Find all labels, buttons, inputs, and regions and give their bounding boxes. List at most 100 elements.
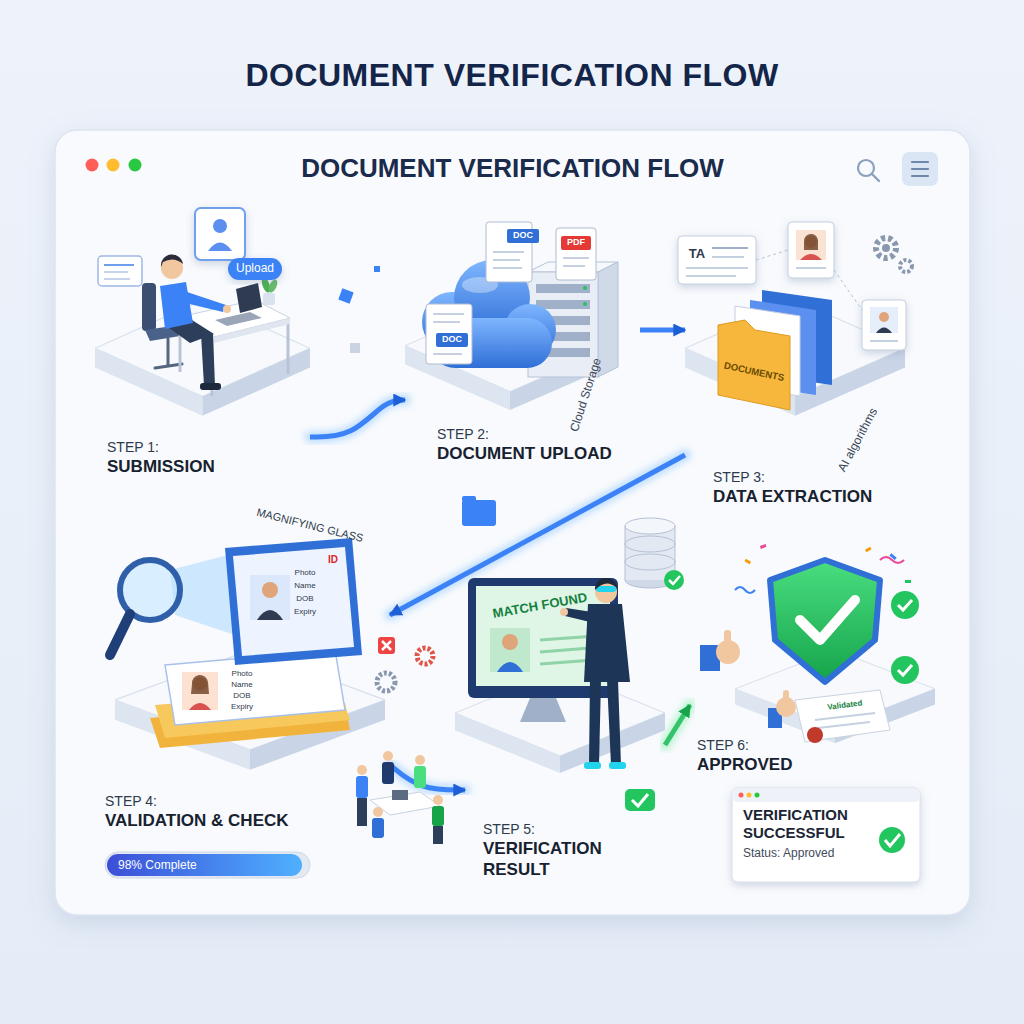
validation-illustration xyxy=(165,650,345,725)
data-extraction-illustration xyxy=(678,236,756,284)
progress-bar: 98% Complete xyxy=(105,852,310,880)
approved-illustration xyxy=(891,656,919,684)
verification-result-illustration xyxy=(462,500,496,526)
submission-illustration xyxy=(104,264,134,266)
verification-result-illustration xyxy=(609,762,626,769)
data-extraction-illustration xyxy=(882,244,890,252)
validation-illustration xyxy=(250,575,290,620)
status-panel xyxy=(732,788,920,802)
connector-glow xyxy=(640,324,685,336)
submission-illustration xyxy=(374,266,380,272)
submission-illustration xyxy=(161,257,183,279)
cloud-storage-illustration xyxy=(422,292,482,352)
submission-illustration xyxy=(210,318,290,344)
verification-result-illustration xyxy=(455,670,665,773)
card-title: DOCUMENT VERIFICATION FLOW xyxy=(55,151,970,185)
cloud-storage-illustration xyxy=(436,333,468,347)
verification-result-illustration xyxy=(595,581,617,603)
connector-line xyxy=(665,705,690,745)
submission-illustration xyxy=(338,288,353,303)
data-extraction-illustration xyxy=(685,300,905,416)
data-extraction-illustration xyxy=(879,312,889,322)
cloud-storage-illustration xyxy=(493,267,522,269)
validation-illustration xyxy=(257,610,283,620)
approved-illustration xyxy=(735,650,935,743)
status-panel xyxy=(885,834,900,846)
submission-illustration xyxy=(223,305,231,313)
window-controls xyxy=(129,159,142,172)
part-label: AI algorithms xyxy=(836,406,881,474)
window-controls xyxy=(86,159,142,172)
flow-connector xyxy=(390,455,685,615)
validation-illustration xyxy=(382,641,391,650)
menu-icon xyxy=(912,175,928,177)
team-illustration xyxy=(372,818,384,838)
text-block: STEP 1:SUBMISSION xyxy=(107,438,297,477)
part-label: MAGNIFYING GLASS xyxy=(255,506,364,544)
text-block: STEP 2:DOCUMENT UPLOAD xyxy=(437,425,632,464)
verification-result-illustration xyxy=(595,578,617,590)
certificate-label: Validated xyxy=(827,699,863,712)
data-extraction-illustration xyxy=(870,340,898,342)
submission-illustration xyxy=(155,364,182,368)
submission-illustration xyxy=(142,283,156,331)
connector-line xyxy=(390,765,465,790)
text-block: STEP 3:DATA EXTRACTION xyxy=(713,468,903,507)
submission-illustration xyxy=(95,300,310,416)
panel-status: Status: Approved xyxy=(743,845,878,861)
validation-illustration xyxy=(155,690,350,738)
team-illustration xyxy=(356,751,444,844)
cloud-storage-illustration xyxy=(536,300,590,309)
team-illustration xyxy=(433,795,443,805)
validation-illustration xyxy=(115,650,385,770)
connectors xyxy=(310,330,690,790)
verification-result-illustration xyxy=(476,586,610,686)
cloud-storage-illustration xyxy=(430,318,552,368)
verification-result-illustration xyxy=(502,634,518,650)
submission-illustration xyxy=(195,208,245,260)
field-label: DOB xyxy=(296,595,313,604)
approved-illustration xyxy=(815,713,875,720)
submission-illustration xyxy=(208,243,232,252)
submission-illustration xyxy=(179,322,182,372)
approved-illustration xyxy=(891,591,919,619)
submission-illustration xyxy=(211,344,214,396)
submission-illustration xyxy=(175,300,290,338)
step-num: STEP 3: xyxy=(713,468,903,486)
validation-illustration xyxy=(193,677,207,691)
approved-illustration xyxy=(776,697,796,717)
verification-result-illustration xyxy=(490,628,530,672)
status-panel xyxy=(879,827,905,853)
approved-illustration xyxy=(800,600,855,640)
validation-illustration xyxy=(378,637,395,654)
cloud-storage-illustration xyxy=(528,262,618,272)
validation-illustration xyxy=(417,648,433,664)
submission-illustration xyxy=(160,282,193,329)
verification-result-illustration xyxy=(625,789,655,811)
connector-line xyxy=(390,455,685,615)
approved-illustration xyxy=(898,665,912,675)
folder-label: DOCUMENTS xyxy=(723,361,785,384)
data-extraction-illustration xyxy=(712,256,744,258)
submission-illustration xyxy=(267,278,279,294)
cloud-storage-illustration xyxy=(462,277,498,293)
flow-connector xyxy=(310,400,405,437)
data-extraction-illustration xyxy=(686,275,736,277)
data-extraction-illustration xyxy=(678,222,912,416)
cloud-storage-illustration xyxy=(563,257,589,259)
submission-illustration xyxy=(201,334,215,386)
page-title: DOCUMENT VERIFICATION FLOW xyxy=(0,56,1024,94)
search-icon xyxy=(872,174,879,181)
data-extraction-illustration xyxy=(735,306,800,396)
text-block: 98% Complete xyxy=(118,852,298,878)
approved-illustration xyxy=(768,708,782,728)
connector-glow xyxy=(390,765,465,790)
submission-illustration xyxy=(350,343,360,353)
submission-illustration xyxy=(213,219,227,233)
submission-illustration xyxy=(260,276,272,293)
validation-illustration xyxy=(120,560,180,620)
cloud-storage-illustration xyxy=(454,260,530,336)
